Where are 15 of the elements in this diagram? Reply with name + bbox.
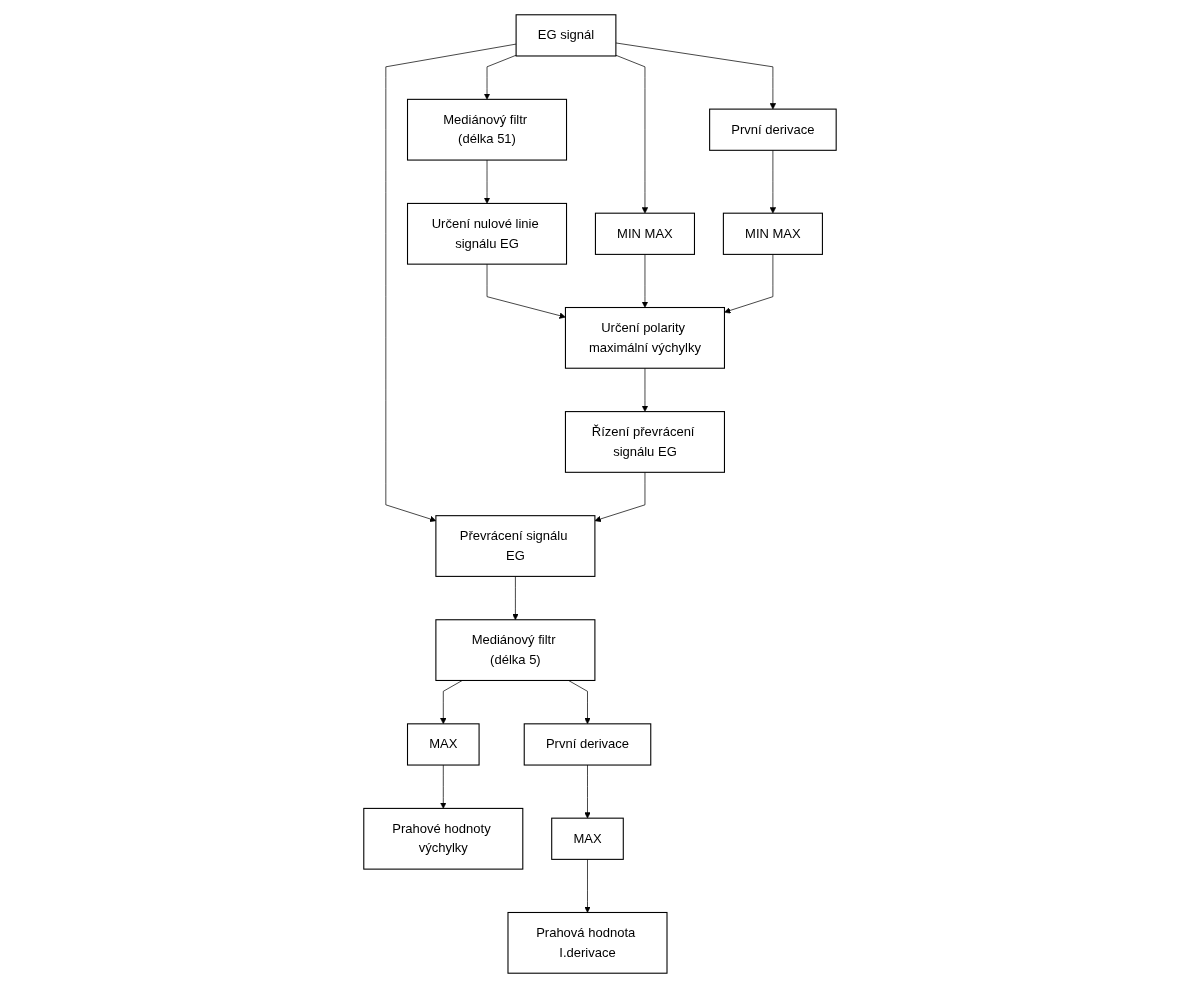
- node-box: MIN MAX: [594, 212, 696, 255]
- node-box: První derivace: [709, 108, 837, 151]
- node-box: Převrácení signálu EG: [435, 514, 596, 577]
- node-box: Prahové hodnoty výchylky: [363, 807, 524, 870]
- node-box: Mediánový filtr (délka 51): [407, 98, 568, 161]
- node-box: MAX: [551, 817, 624, 860]
- node-box: EG signál: [515, 13, 617, 56]
- node-box: Mediánový filtr (délka 5): [435, 618, 596, 681]
- node-box: Určení polarity maximální výchylky: [564, 306, 725, 369]
- node-box: MIN MAX: [722, 212, 823, 255]
- node-box: První derivace: [523, 722, 652, 766]
- node-box: Prahová hodnota I.derivace: [507, 911, 668, 974]
- node-box: Řízení převrácení signálu EG: [564, 410, 725, 473]
- node-box: MAX: [406, 722, 480, 766]
- node-box: Určení nulové linie signálu EG: [407, 202, 568, 265]
